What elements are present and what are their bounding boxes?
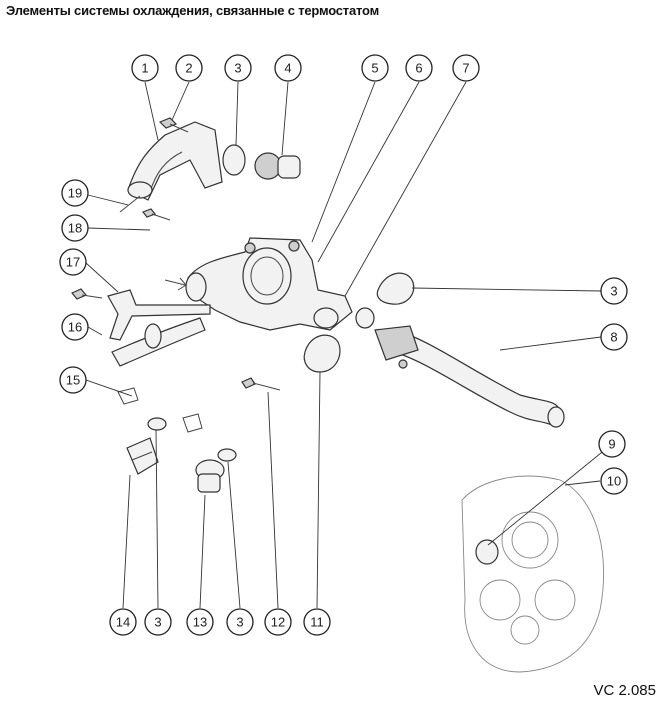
callout-17: 17	[59, 248, 87, 276]
water-pump-housing	[461, 475, 605, 673]
svg-text:16: 16	[68, 320, 82, 335]
callout-3-b: 3	[600, 277, 628, 305]
o-ring-sensor-14	[147, 417, 167, 431]
diagram-title: Элементы системы охлаждения, связанные с…	[6, 3, 379, 18]
callout-16: 16	[61, 313, 89, 341]
flow-arrow-lower	[164, 277, 187, 291]
svg-text:8: 8	[610, 330, 617, 345]
svg-text:7: 7	[462, 61, 469, 76]
bolt-small	[142, 208, 171, 221]
callout-2: 2	[175, 54, 203, 82]
callout-13: 13	[186, 608, 214, 636]
callout-11: 11	[303, 608, 331, 636]
thermostat-elbow-housing	[127, 121, 223, 201]
callout-19: 19	[61, 179, 89, 207]
bolt-lower	[241, 377, 281, 391]
retaining-clips	[117, 387, 203, 433]
svg-text:17: 17	[66, 255, 80, 270]
mounting-bracket	[107, 289, 211, 341]
callout-7: 7	[452, 54, 480, 82]
svg-text:2: 2	[185, 61, 192, 76]
svg-text:9: 9	[608, 437, 615, 452]
callout-4: 4	[274, 54, 302, 82]
svg-text:14: 14	[116, 615, 130, 630]
bolt-top	[158, 117, 189, 133]
callout-3-a: 3	[224, 54, 252, 82]
svg-text:1: 1	[141, 61, 148, 76]
svg-text:11: 11	[310, 615, 324, 630]
svg-text:10: 10	[607, 474, 621, 489]
figure-code: VC 2.085	[593, 682, 656, 699]
callout-9: 9	[598, 430, 626, 458]
thermostat-housing-body	[185, 237, 353, 331]
callout-12: 12	[264, 608, 292, 636]
thermostat	[254, 152, 301, 180]
temperature-sensor	[126, 437, 159, 475]
o-ring-sensor-13	[217, 448, 237, 462]
housing-gasket	[303, 334, 341, 373]
svg-text:4: 4	[284, 61, 291, 76]
callout-15: 15	[59, 366, 87, 394]
svg-text:19: 19	[68, 186, 82, 201]
svg-text:12: 12	[271, 615, 285, 630]
callout-6: 6	[405, 54, 433, 82]
svg-text:3: 3	[234, 61, 241, 76]
hose-left	[111, 317, 206, 367]
bolt-left	[71, 288, 103, 300]
callout-3-c: 3	[144, 608, 172, 636]
o-ring-thermostat	[222, 144, 246, 176]
svg-text:6: 6	[415, 61, 422, 76]
callout-10: 10	[600, 467, 628, 495]
o-ring-pipe	[355, 307, 375, 329]
callout-8: 8	[600, 323, 628, 351]
callout-3-d: 3	[226, 608, 254, 636]
svg-text:5: 5	[371, 61, 378, 76]
gasket-upper	[376, 272, 415, 305]
svg-text:18: 18	[68, 221, 82, 236]
callout-1: 1	[131, 54, 159, 82]
svg-text:3: 3	[236, 615, 243, 630]
leader-lines	[85, 81, 613, 609]
svg-text:15: 15	[66, 373, 80, 388]
svg-text:3: 3	[154, 615, 161, 630]
coolant-pipe	[374, 325, 565, 428]
svg-text:13: 13	[193, 615, 207, 630]
svg-text:3: 3	[610, 284, 617, 299]
pump-seal-ring	[475, 539, 499, 565]
coolant-sensor	[195, 459, 225, 493]
flow-arrow-upper	[119, 195, 141, 213]
callout-5: 5	[361, 54, 389, 82]
callout-14: 14	[109, 608, 137, 636]
callout-18: 18	[61, 214, 89, 242]
